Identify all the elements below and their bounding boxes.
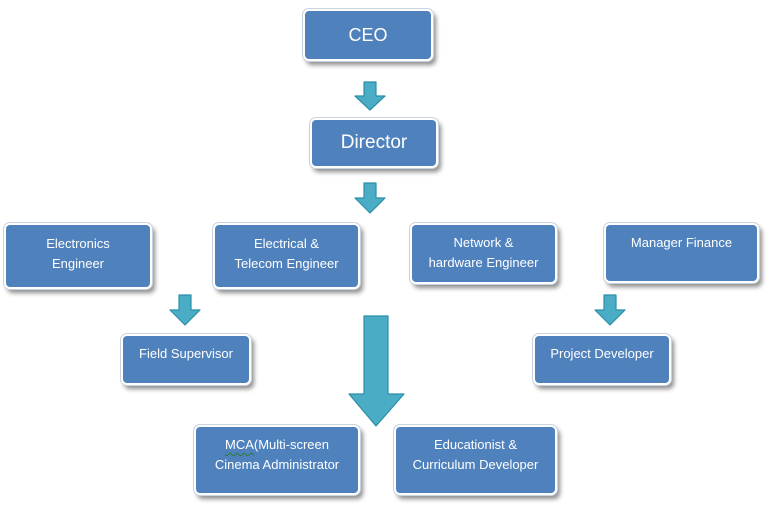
director-box: Director bbox=[310, 118, 438, 168]
manager-finance-label: Manager Finance bbox=[630, 235, 733, 250]
arrow-director-down bbox=[354, 182, 386, 214]
network-hardware-line1: Network & bbox=[453, 235, 514, 250]
project-developer-box: Project Developer bbox=[533, 334, 671, 385]
manager-finance-box: Manager Finance bbox=[604, 223, 759, 283]
mca-line2: Cinema Administrator bbox=[214, 457, 340, 472]
arrow-to-project-developer bbox=[594, 294, 626, 326]
network-hardware-engineer-box: Network & hardware Engineer bbox=[410, 223, 557, 284]
project-developer-label: Project Developer bbox=[550, 346, 654, 361]
electrical-telecom-line1: Electrical & bbox=[253, 236, 320, 251]
big-arrow-to-bottom-row bbox=[348, 315, 405, 427]
arrow-ceo-to-director bbox=[354, 81, 386, 111]
ceo-box: CEO bbox=[303, 9, 433, 61]
ceo-label: CEO bbox=[348, 25, 388, 45]
network-hardware-line2: hardware Engineer bbox=[428, 255, 539, 270]
electronics-engineer-box: Electronics Engineer bbox=[4, 223, 152, 289]
mca-acronym: MCA bbox=[224, 437, 254, 452]
field-supervisor-label: Field Supervisor bbox=[139, 346, 233, 361]
mca-line1: MCA(Multi-screen bbox=[196, 435, 358, 455]
electrical-telecom-engineer-box: Electrical & Telecom Engineer bbox=[213, 223, 360, 289]
field-supervisor-box: Field Supervisor bbox=[121, 334, 251, 385]
educationist-line1: Educationist & bbox=[433, 437, 518, 452]
mca-box: MCA(Multi-screen Cinema Administrator bbox=[194, 425, 360, 495]
arrow-to-field-supervisor bbox=[169, 294, 201, 326]
director-label: Director bbox=[340, 132, 408, 153]
educationist-line2: Curriculum Developer bbox=[412, 457, 539, 472]
mca-line1-rest: (Multi-screen bbox=[253, 437, 329, 452]
electronics-engineer-line1: Electronics bbox=[46, 236, 110, 251]
educationist-box: Educationist & Curriculum Developer bbox=[394, 425, 557, 495]
electrical-telecom-line2: Telecom Engineer bbox=[234, 256, 339, 271]
electronics-engineer-line2: Engineer bbox=[51, 256, 105, 271]
